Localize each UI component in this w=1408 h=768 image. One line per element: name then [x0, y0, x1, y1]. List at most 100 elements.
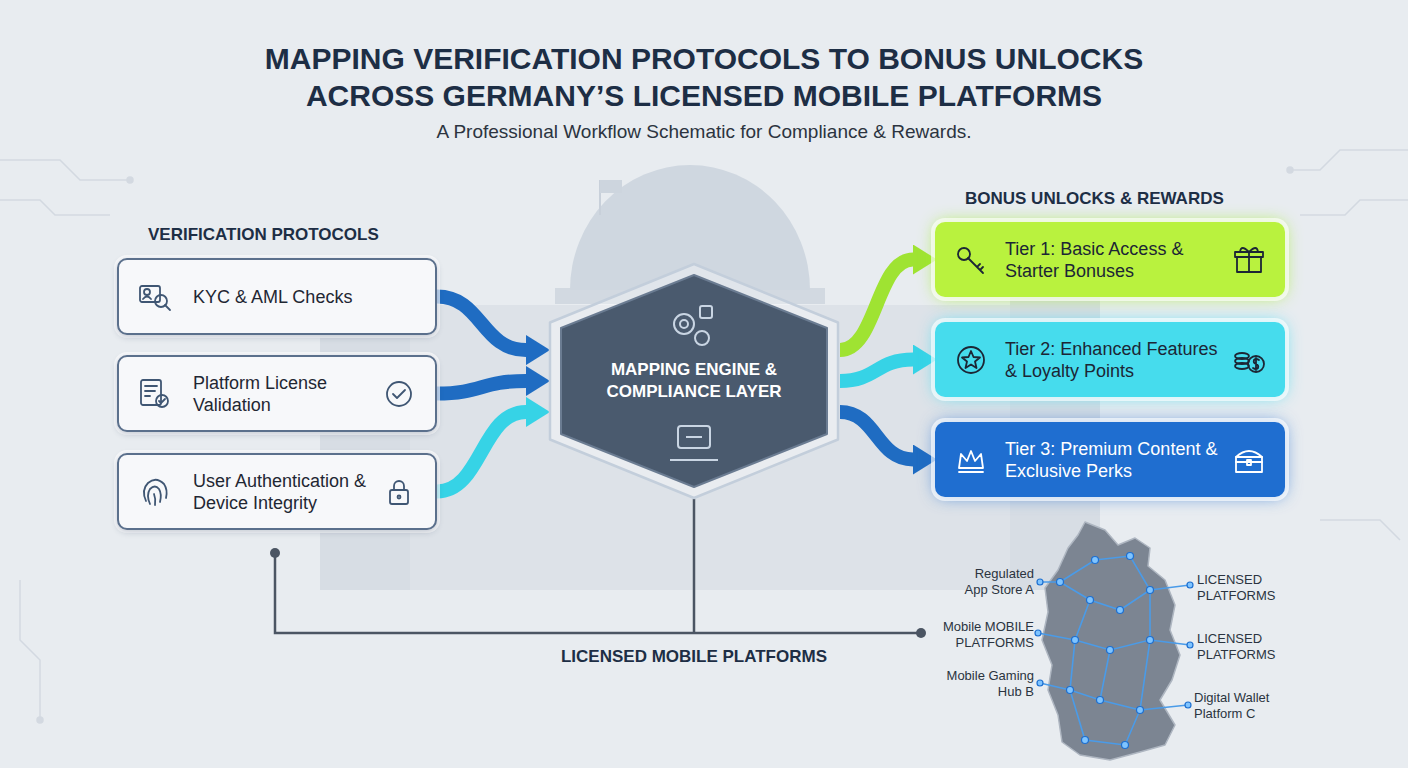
network-dot [1082, 737, 1089, 744]
network-dots [1035, 553, 1193, 749]
network-dot [1035, 630, 1041, 636]
germany-map [1035, 522, 1193, 760]
icon-stroke [1248, 356, 1264, 372]
verification-box: KYC & AML Checks [117, 258, 437, 335]
flow-arrow [840, 412, 913, 460]
node-text: Tier 1: Basic Access & Starter Bonuses [1005, 238, 1229, 282]
icon-strokes [958, 248, 983, 273]
icon-strokes [959, 451, 983, 472]
network-dot [1087, 597, 1094, 604]
icon-stroke [394, 481, 404, 490]
flow-arrow [840, 360, 913, 382]
flow-arrow [437, 412, 526, 492]
hexagon-body [561, 275, 827, 487]
icon-strokes [144, 479, 167, 504]
section-heading: VERIFICATION PROTOCOLS [148, 224, 448, 246]
network-line [1060, 556, 1150, 610]
circuit-line [1290, 150, 1408, 170]
circuit-line [0, 200, 110, 215]
icon-stroke [1235, 353, 1249, 359]
icon-strokes [141, 380, 168, 407]
icon-stroke [1247, 460, 1251, 465]
icon-stroke [1240, 248, 1258, 272]
node-text: Tier 2: Enhanced Features & Loyalty Poin… [1005, 338, 1229, 382]
node-text: Tier 3: Premium Content & Exclusive Perk… [1005, 438, 1229, 482]
node-text: User Authentication & Device Integrity [193, 470, 379, 514]
circuit-line [20, 580, 40, 720]
icon-stroke [148, 486, 161, 504]
icon-stroke [393, 390, 405, 398]
network-dot [1107, 647, 1114, 654]
connector-dot [916, 628, 926, 638]
circuit-dot [127, 177, 133, 183]
node-text: MAPPING ENGINE & COMPLIANCE LAYER [589, 359, 799, 403]
icon-stroke [165, 305, 170, 310]
icon-strokes [387, 382, 411, 406]
icon-stroke [144, 289, 150, 295]
network-dot [1147, 637, 1154, 644]
icon-stroke [390, 490, 408, 504]
finger-icon [137, 474, 173, 510]
icon-stroke [398, 495, 401, 498]
icon-strokes [390, 481, 408, 504]
icon-stroke [958, 347, 984, 373]
network-dot [1067, 687, 1074, 694]
map-label: Digital Wallet Platform C [1194, 690, 1288, 722]
doc-icon [137, 376, 173, 412]
circuit-lines [0, 150, 1408, 723]
flow-arrow [437, 297, 526, 351]
device-icon [670, 437, 718, 460]
network-line [1070, 640, 1110, 700]
icon-strokes [1235, 353, 1264, 372]
flow-arrow [437, 381, 526, 394]
network-dot [1092, 557, 1099, 564]
map-label: LICENSED PLATFORMS [1197, 572, 1289, 604]
network-dot [1117, 607, 1124, 614]
section-heading: LICENSED MOBILE PLATFORMS [544, 646, 844, 668]
icon-stroke [145, 386, 157, 396]
gear-icon [695, 331, 709, 345]
lock-icon [381, 474, 417, 510]
tier-box: Tier 3: Premium Content & Exclusive Perk… [935, 422, 1285, 497]
icon-stroke [159, 399, 165, 403]
circuit-line [1320, 520, 1400, 540]
diagram-caption: A Professional Workflow Schematic for Co… [254, 120, 1154, 144]
building-tower [320, 290, 410, 590]
icon-stroke [156, 395, 168, 407]
engine-hexagon: MAPPING ENGINE & COMPLIANCE LAYER [548, 262, 840, 500]
chest-icon [1231, 442, 1267, 478]
icon-strokes [140, 286, 170, 310]
flow-arrow [840, 260, 913, 351]
network-dot [1057, 579, 1064, 586]
map-label: Mobile Gaming Hub B [944, 668, 1034, 700]
circuit-line [1300, 200, 1408, 215]
network-line [1070, 640, 1150, 745]
circuit-line [0, 160, 130, 180]
icon-stroke [141, 380, 161, 405]
icon-stroke [140, 286, 160, 302]
verification-box: Platform License Validation [117, 355, 437, 432]
leader-line [275, 553, 918, 633]
network-line [1075, 590, 1150, 650]
icon-stroke [968, 258, 983, 273]
flag [600, 180, 622, 193]
icon-strokes [1235, 248, 1263, 272]
network-lines [1038, 556, 1190, 745]
checkc-icon [381, 376, 417, 412]
network-dot [1187, 642, 1193, 648]
network-dot [1137, 707, 1144, 714]
circuit-dot [37, 717, 43, 723]
node-text: Platform License Validation [193, 372, 379, 416]
coins-icon [1231, 342, 1267, 378]
tier-box: Tier 2: Enhanced Features & Loyalty Poin… [935, 322, 1285, 397]
network-dot [1097, 697, 1104, 704]
idmag-icon [137, 279, 173, 315]
star-icon [953, 342, 989, 378]
hexagon-shape [548, 262, 840, 500]
network-dot [1127, 553, 1134, 560]
gift-icon [1231, 242, 1267, 278]
icon-stroke [959, 451, 983, 468]
icon-stroke [1236, 457, 1262, 472]
key-icon [953, 242, 989, 278]
